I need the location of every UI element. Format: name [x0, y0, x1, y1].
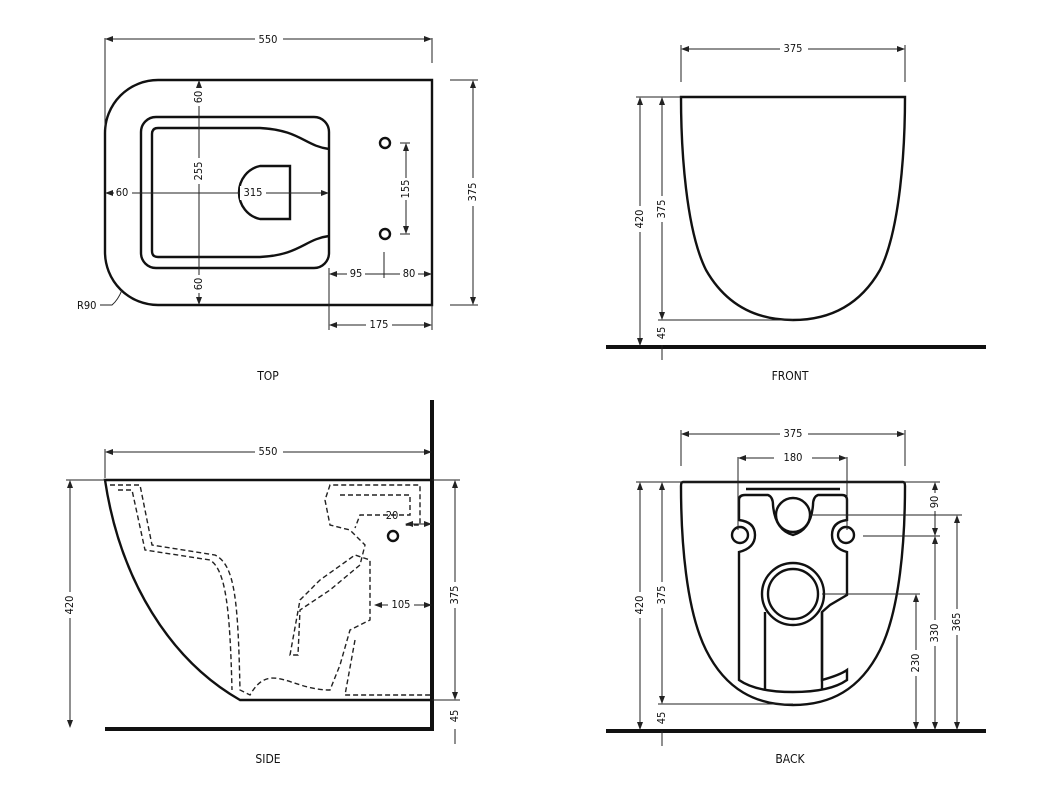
dim-side-length: 550 — [259, 445, 278, 458]
dim-top-holes-to-back: 80 — [403, 267, 416, 280]
dim-back-height: 420 — [633, 596, 646, 615]
dim-side-floor-gap: 45 — [448, 710, 461, 723]
dim-back-width: 375 — [784, 427, 803, 440]
side-view-label: SIDE — [255, 752, 280, 766]
dim-top-radius: R90 — [77, 299, 96, 312]
back-view-label: BACK — [775, 752, 805, 766]
back-inlet — [774, 496, 812, 534]
dim-back-outlet-height: 230 — [909, 654, 922, 673]
side-outline — [103, 478, 432, 702]
dim-back-body-height: 375 — [655, 586, 668, 605]
dim-front-height: 420 — [633, 210, 646, 229]
back-outlet — [766, 567, 820, 621]
dim-side-body-height: 375 — [448, 586, 461, 605]
dim-top-rim-top: 60 — [192, 91, 205, 104]
dim-top-hole-spacing: 155 — [399, 180, 412, 199]
back-mounting-plate — [737, 493, 849, 694]
top-view: 550 375 60 315 60 255 60 155 95 80 175 R — [77, 32, 480, 383]
dim-top-depth: 375 — [466, 183, 479, 202]
dim-back-bolt-height: 330 — [928, 624, 941, 643]
dim-top-rim-bottom: 60 — [192, 278, 205, 291]
back-bolt-hole — [836, 525, 856, 545]
dim-front-width: 375 — [784, 42, 803, 55]
dim-top-rear-flat: 175 — [370, 318, 389, 331]
dim-side-inlet-offset: 20 — [386, 509, 399, 522]
dim-front-floor-gap: 45 — [655, 327, 668, 340]
side-inner-hidden — [118, 489, 233, 691]
front-view: 375 420 375 45 FRONT — [606, 42, 986, 383]
dim-front-body-height: 375 — [655, 200, 668, 219]
back-channel — [763, 612, 824, 690]
dim-side-outlet-offset: 105 — [392, 598, 411, 611]
back-bolt-hole — [730, 525, 750, 545]
dim-back-floor-gap: 45 — [655, 712, 668, 725]
dim-top-rim-left: 60 — [116, 186, 129, 199]
back-outlet-outer — [760, 561, 826, 627]
top-outline — [103, 78, 434, 307]
side-trapway-hidden — [110, 484, 421, 696]
top-fixing-hole — [378, 227, 392, 241]
dim-side-height: 420 — [63, 596, 76, 615]
front-view-label: FRONT — [772, 369, 809, 383]
dim-top-bowl-width: 255 — [192, 162, 205, 181]
top-view-label: TOP — [256, 369, 279, 383]
front-outline — [679, 95, 907, 322]
back-outline — [679, 480, 907, 707]
back-view: 375 180 420 375 45 90 330 365 230 BACK — [606, 427, 986, 766]
side-view: 550 420 375 45 20 105 SIDE — [63, 400, 462, 766]
side-outlet-hidden — [344, 639, 432, 696]
dim-top-width: 550 — [259, 33, 278, 46]
side-inlet-hole — [386, 529, 400, 543]
dim-back-bolt-spacing: 180 — [784, 451, 803, 464]
top-fixing-hole — [378, 136, 392, 150]
side-inlet-hidden — [340, 494, 411, 529]
dim-back-inlet-height: 365 — [950, 613, 963, 632]
dim-top-bowl-length: 315 — [244, 186, 263, 199]
dim-back-top-to-bolts: 90 — [928, 496, 941, 509]
dim-top-to-holes: 95 — [350, 267, 363, 280]
